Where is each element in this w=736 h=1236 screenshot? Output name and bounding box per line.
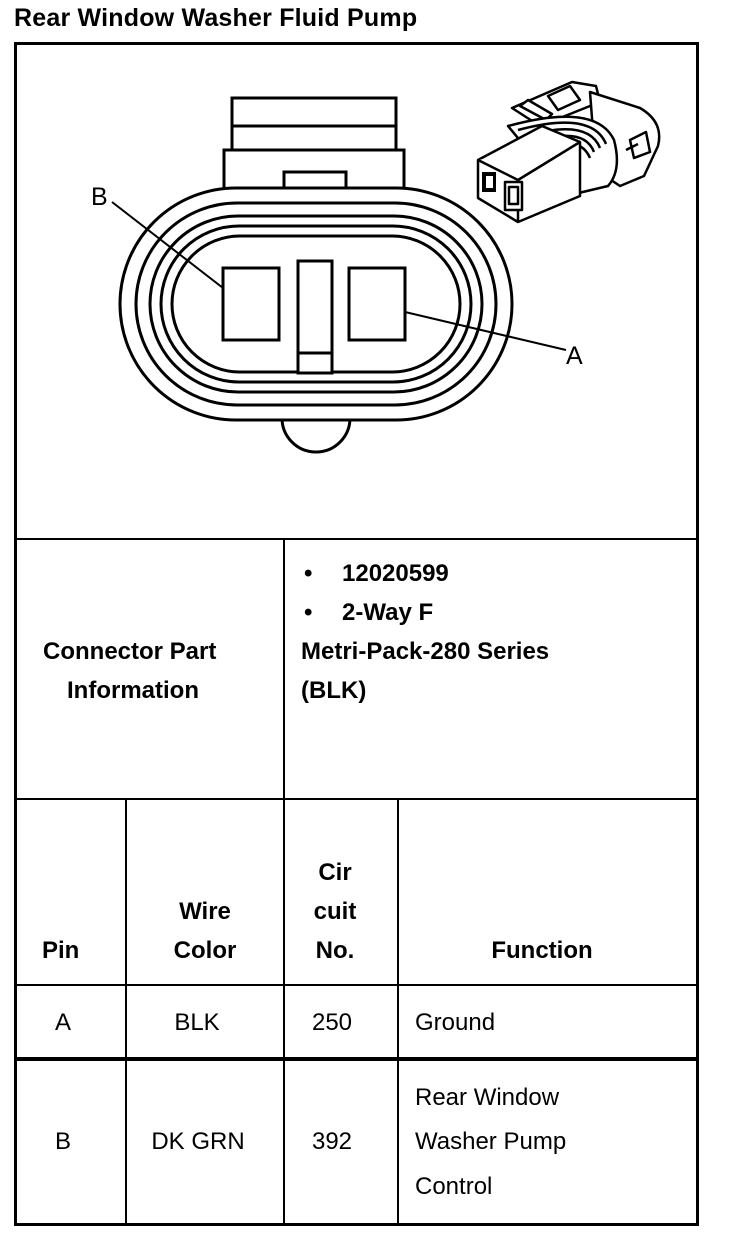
- center-key: [296, 259, 334, 375]
- leader-line-b: [111, 201, 224, 289]
- leader-line-a: [404, 311, 567, 351]
- connector-info-label-line1: Connector Part: [43, 638, 217, 665]
- divider-header-bottom: [14, 984, 699, 986]
- page-title: Rear Window Washer Fluid Pump: [14, 4, 418, 32]
- cavity-a: [347, 266, 407, 342]
- header-function: Function: [491, 937, 593, 964]
- connector-series: Metri-Pack-280 Series: [301, 638, 550, 665]
- pin-label-a: A: [566, 342, 583, 370]
- connector-face-diagram: B A: [91, 80, 661, 454]
- row-a-pin: A: [54, 1009, 71, 1036]
- bullet-icon: •: [304, 560, 313, 587]
- divider-row-a-bottom: [14, 1057, 699, 1061]
- cavity-b: [221, 266, 281, 342]
- header-wire-color-line2: Color: [173, 937, 237, 964]
- connector-latch-tab: [280, 417, 352, 454]
- header-circuit-line1: Cir: [318, 859, 352, 886]
- divider-info-bottom: [14, 798, 699, 800]
- bullet-icon: •: [304, 599, 313, 626]
- row-a-circuit: 250: [311, 1009, 353, 1036]
- header-wire-color-line1: Wire: [179, 898, 231, 925]
- connector-info-label-line2: Information: [67, 677, 199, 704]
- connector-table-frame: [14, 42, 699, 1226]
- divider-wire-column: [283, 798, 285, 1226]
- connector-color: (BLK): [301, 677, 367, 704]
- divider-pin-column: [125, 798, 127, 1226]
- header-circuit-line2: cuit: [313, 898, 357, 925]
- row-b-pin: B: [54, 1128, 71, 1155]
- row-b-wire-color: DK GRN: [151, 1128, 245, 1155]
- divider-circuit-column: [397, 798, 399, 1226]
- header-pin: Pin: [42, 937, 80, 964]
- row-a-wire-color: BLK: [174, 1009, 220, 1036]
- row-b-function-line1: Rear Window: [415, 1084, 560, 1111]
- row-a-function: Ground: [415, 1009, 496, 1036]
- row-b-function-line3: Control: [415, 1173, 493, 1200]
- row-b-circuit: 392: [311, 1128, 353, 1155]
- row-b-function-line2: Washer Pump: [415, 1128, 567, 1155]
- pin-label-b: B: [91, 183, 108, 211]
- connector-way: 2-Way F: [342, 599, 434, 626]
- divider-info-column: [283, 538, 285, 800]
- header-circuit-line3: No.: [315, 937, 355, 964]
- divider-diagram-bottom: [14, 538, 699, 540]
- connector-perspective-view: [476, 80, 661, 224]
- part-number: 12020599: [342, 560, 449, 587]
